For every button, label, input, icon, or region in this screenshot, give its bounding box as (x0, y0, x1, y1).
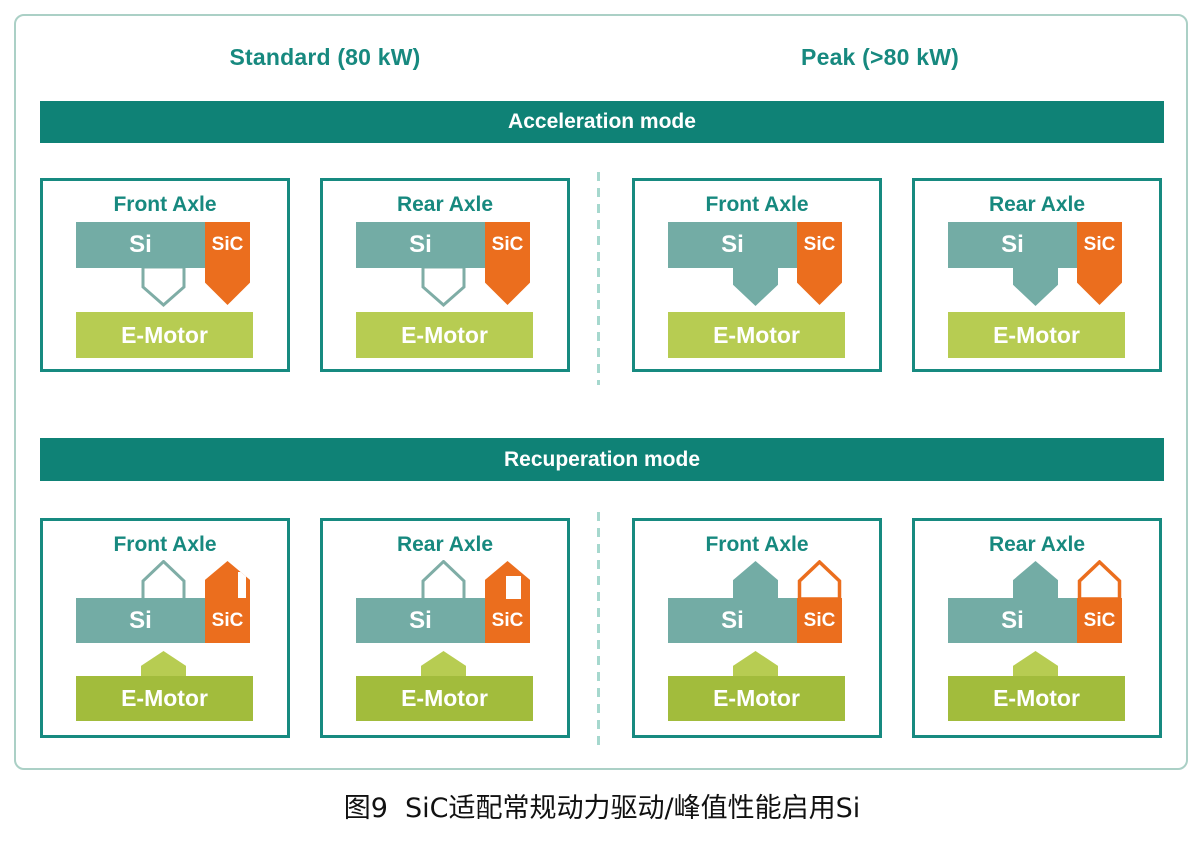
axle-card-recup-standard-front: Front Axle Si SiC E-Motor (40, 518, 290, 738)
emotor-block: E-Motor (356, 312, 533, 358)
si-hollow-down-arrow (421, 266, 466, 307)
axle-card-recup-standard-rear: Rear Axle Si SiC E-Motor (320, 518, 570, 738)
axle-card-title: Front Axle (113, 533, 217, 556)
sic-label: SiC (1083, 609, 1116, 631)
emotor-filled-up-arrow (1013, 651, 1058, 678)
si-filled-down-arrow (1013, 266, 1058, 306)
si-block: Si (356, 598, 485, 643)
axle-card-title: Rear Axle (988, 193, 1086, 216)
axle-card-title: Rear Axle (988, 533, 1086, 556)
axle-card-accel-peak-front: Front Axle Si SiC E-Motor (632, 178, 882, 372)
si-hollow-up-arrow (141, 560, 186, 601)
si-block: Si (948, 598, 1077, 643)
emotor-filled-up-arrow (421, 651, 466, 678)
standard-peak-divider (597, 512, 600, 745)
sic-label: SiC (803, 609, 836, 631)
sic-arrow-notch (506, 576, 521, 599)
emotor-filled-up-arrow (141, 651, 186, 678)
figure-caption: 图9 SiC适配常规动力驱动/峰值性能启用Si (343, 793, 861, 824)
sic-arrow-notch (238, 572, 246, 598)
emotor-block: E-Motor (76, 676, 253, 721)
emotor-block: E-Motor (76, 312, 253, 358)
axle-card-title: Front Axle (705, 533, 809, 556)
emotor-block: E-Motor (948, 676, 1125, 721)
axle-card-accel-standard-rear: Rear Axle Si SiC E-Motor (320, 178, 570, 372)
banner-acceleration-mode: Acceleration mode (40, 101, 1164, 143)
sic-hollow-up-arrow (797, 560, 842, 601)
sic-label: SiC (491, 234, 524, 255)
si-block: Si (356, 222, 485, 268)
sic-filled-up-arrow (205, 561, 250, 643)
axle-card-title: Front Axle (113, 193, 217, 216)
sic-block (797, 598, 842, 643)
emotor-block: E-Motor (668, 312, 845, 358)
sic-hollow-up-arrow (1077, 560, 1122, 601)
sic-block (1077, 598, 1122, 643)
column-header-standard: Standard (80 kW) (229, 44, 421, 70)
si-hollow-down-arrow (141, 266, 186, 307)
si-filled-down-arrow (733, 266, 778, 306)
column-header-peak: Peak (>80 kW) (801, 44, 959, 70)
emotor-filled-up-arrow (733, 651, 778, 678)
si-block: Si (668, 222, 797, 268)
axle-card-accel-standard-front: Front Axle Si SiC E-Motor (40, 178, 290, 372)
sic-label: SiC (1083, 234, 1116, 255)
sic-label: SiC (491, 609, 524, 631)
banner-recuperation-mode: Recuperation mode (40, 438, 1164, 481)
axle-card-accel-peak-rear: Rear Axle Si SiC E-Motor (912, 178, 1162, 372)
si-block: Si (76, 598, 205, 643)
si-block: Si (948, 222, 1077, 268)
si-filled-up-arrow (733, 561, 778, 600)
si-hollow-up-arrow (421, 560, 466, 601)
axle-card-title: Rear Axle (396, 533, 494, 556)
axle-card-title: Front Axle (705, 193, 809, 216)
sic-label: SiC (211, 234, 244, 255)
emotor-block: E-Motor (948, 312, 1125, 358)
si-filled-up-arrow (1013, 561, 1058, 600)
standard-peak-divider (597, 172, 600, 385)
sic-label: SiC (803, 234, 836, 255)
si-block: Si (668, 598, 797, 643)
axle-card-title: Rear Axle (396, 193, 494, 216)
si-block: Si (76, 222, 205, 268)
emotor-block: E-Motor (356, 676, 533, 721)
axle-card-recup-peak-rear: Rear Axle Si SiC E-Motor (912, 518, 1162, 738)
emotor-block: E-Motor (668, 676, 845, 721)
sic-filled-up-arrow (485, 561, 530, 643)
axle-card-recup-peak-front: Front Axle Si SiC E-Motor (632, 518, 882, 738)
sic-label: SiC (211, 609, 244, 631)
